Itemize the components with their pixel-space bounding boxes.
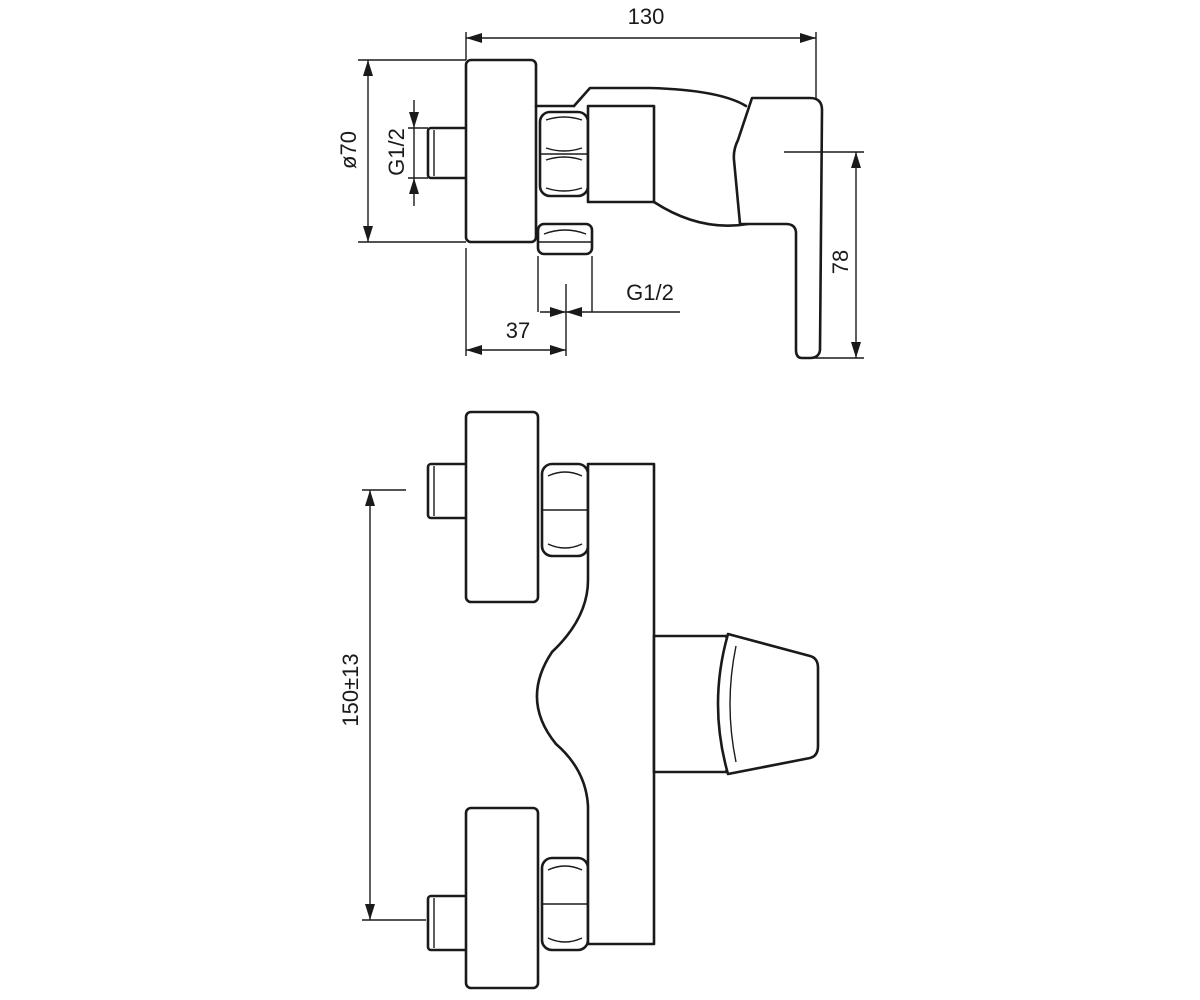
dim-outlet-thread-label: G1/2: [626, 280, 674, 305]
dim-inlet-thread-label: G1/2: [384, 128, 409, 176]
dim-handle-height-label: 78: [828, 250, 853, 274]
dimension-handle-height: 78: [784, 151, 864, 359]
side-wall-flange: [464, 58, 538, 244]
dim-overall-length-label: 130: [628, 4, 665, 29]
front-upper-flange: [464, 410, 540, 604]
dimension-overall-length: 130: [465, 4, 817, 98]
dimension-inlet-spacing: 150±13: [338, 489, 426, 921]
dim-body-diameter-label: ø70: [336, 131, 361, 169]
side-outlet: [536, 222, 594, 256]
dimension-outlet: G1/2 37: [465, 248, 680, 356]
dimension-inlet-thread: G1/2: [384, 100, 428, 206]
front-lever-handle: [716, 632, 820, 776]
front-view: [426, 410, 820, 990]
side-body: [586, 104, 656, 204]
side-lever-handle: [732, 96, 824, 360]
front-lower-flange: [464, 806, 540, 990]
front-mixer-body: [535, 462, 656, 946]
side-body-top: [572, 86, 748, 108]
side-view: [426, 58, 824, 360]
dim-outlet-offset-label: 37: [506, 318, 530, 343]
dim-inlet-spacing-label: 150±13: [338, 653, 363, 726]
dimension-body-diameter: ø70: [336, 59, 466, 243]
